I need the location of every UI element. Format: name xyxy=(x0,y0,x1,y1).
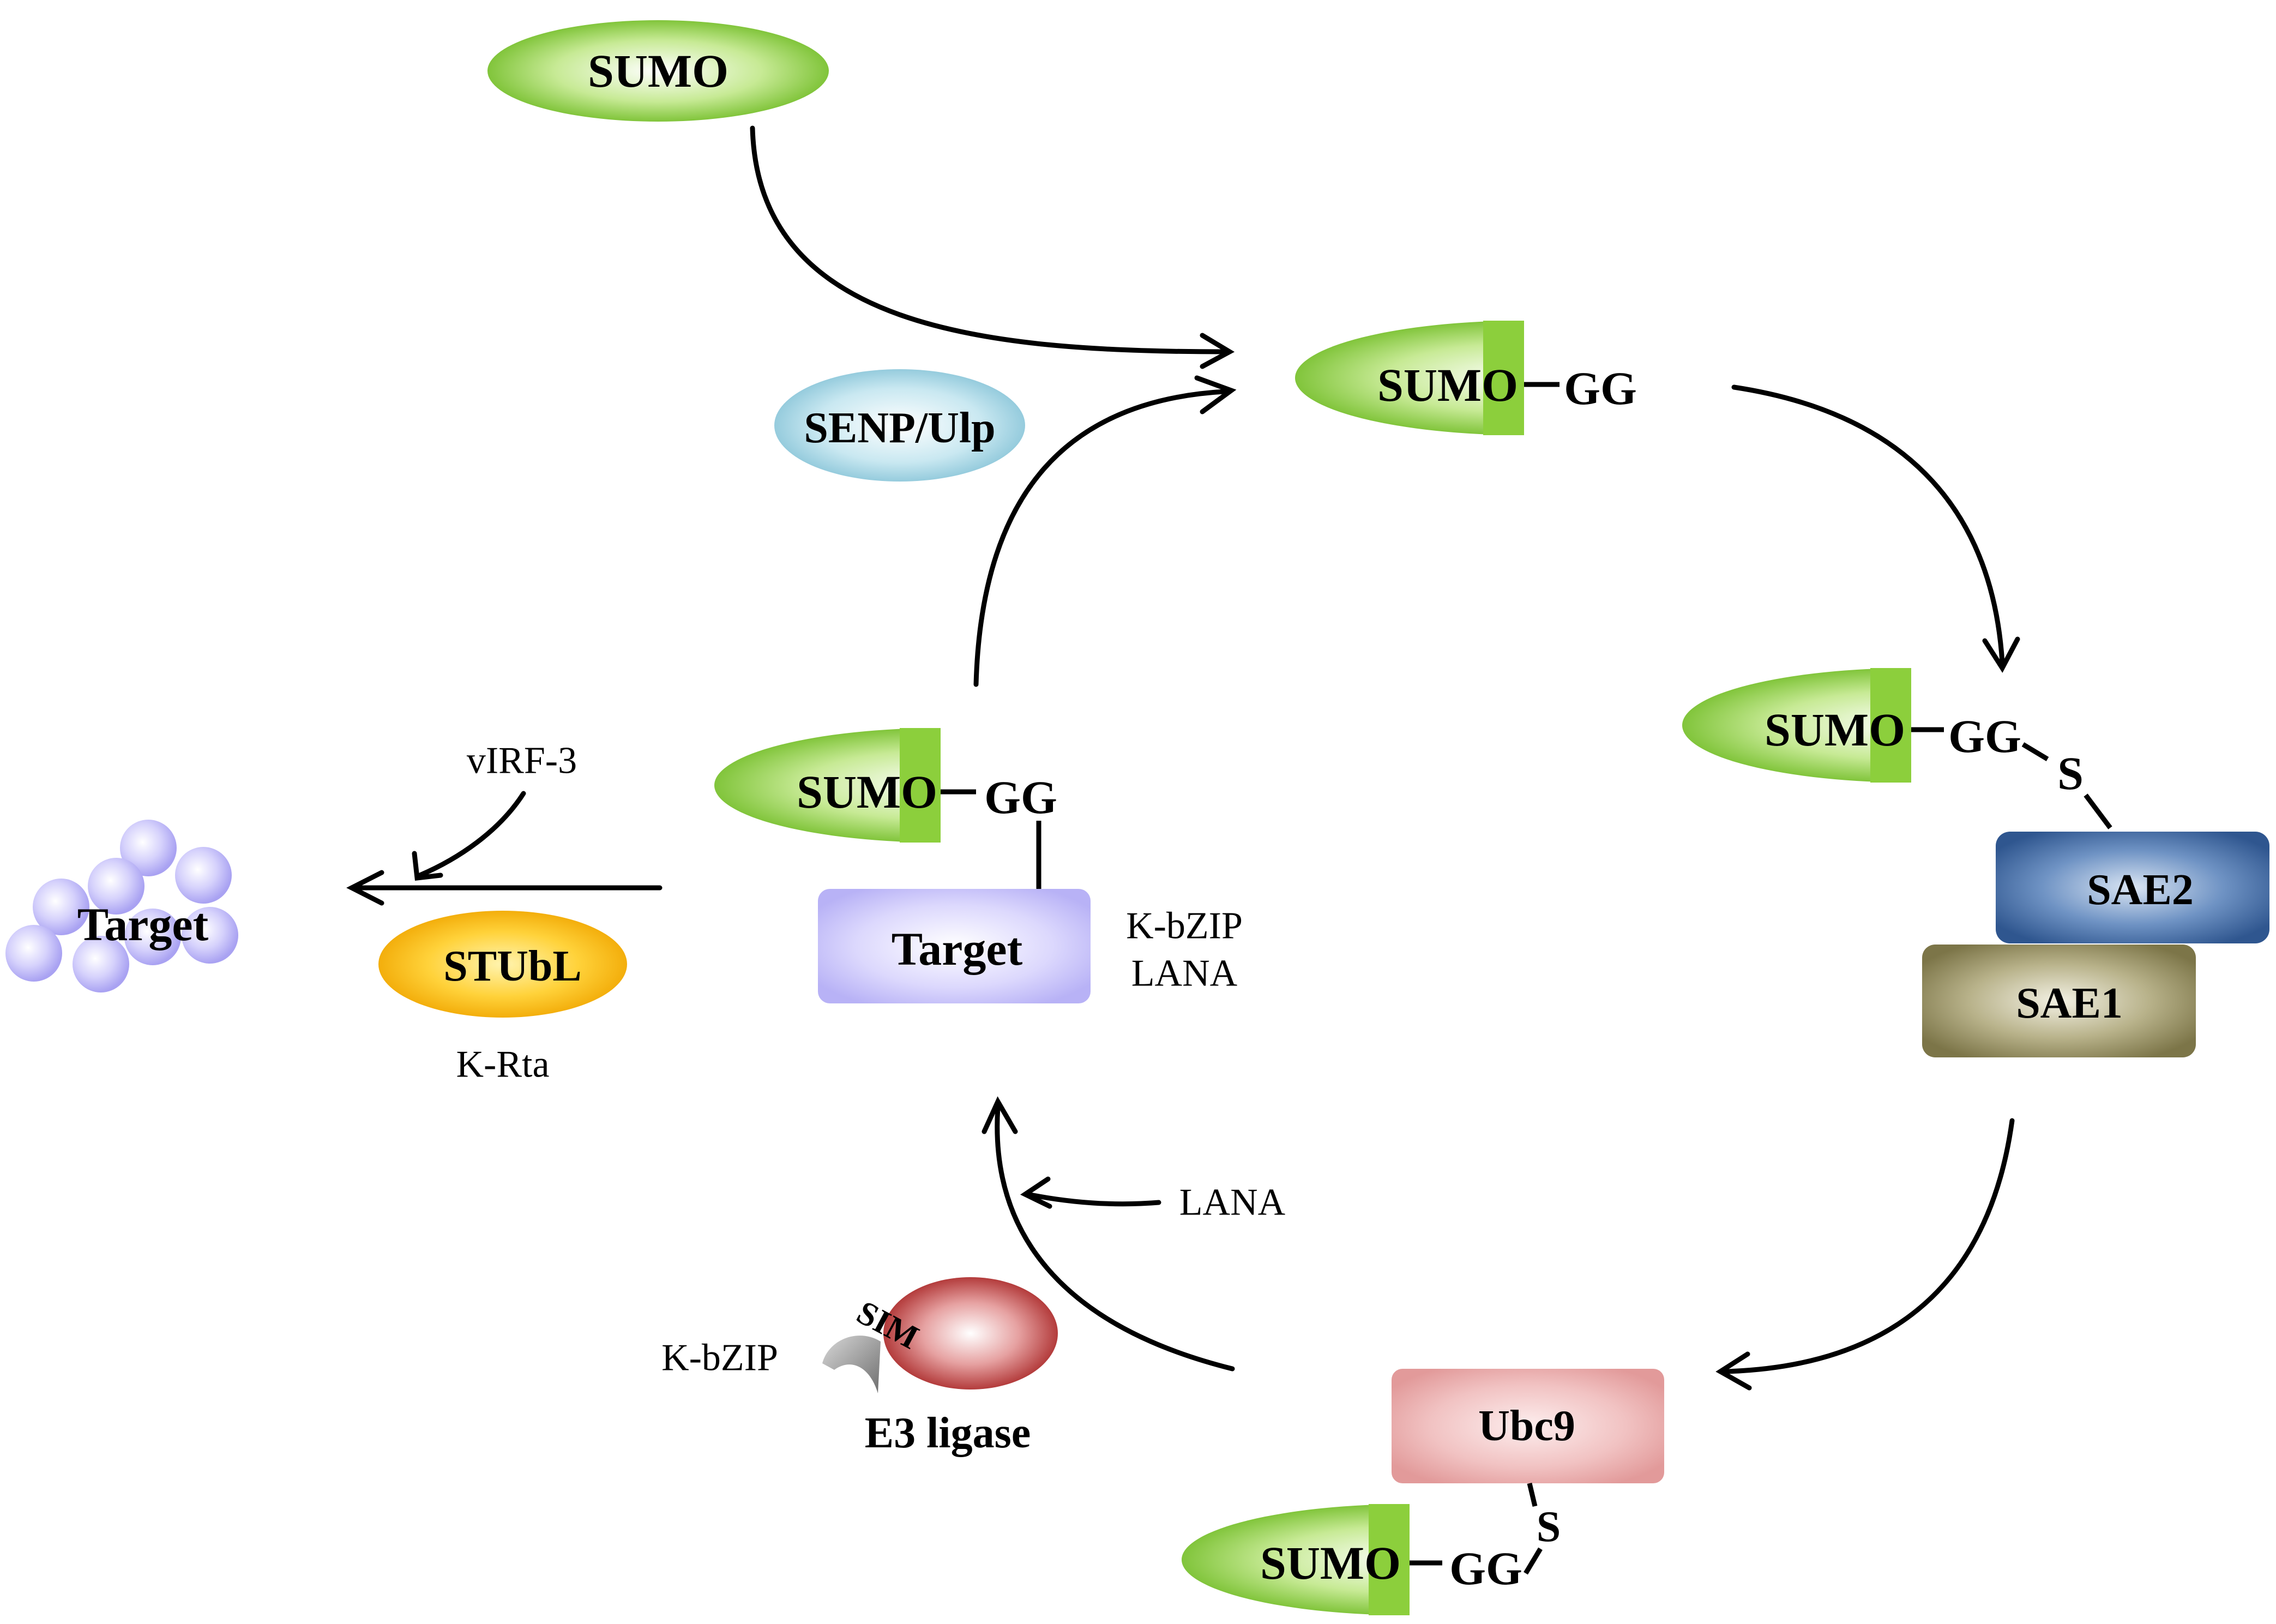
lana-target-label: LANA xyxy=(1131,953,1238,995)
free-sumo-shape xyxy=(487,20,829,122)
ubc9-label: Ubc9 xyxy=(1478,1402,1575,1450)
target-gg-label: GG xyxy=(984,771,1057,823)
e2-thioester-bond-1 xyxy=(1527,1482,1538,1507)
senp-ulp-shape xyxy=(774,369,1025,482)
arrowhead-degradation xyxy=(346,870,384,906)
sim-binding-pocket-icon xyxy=(822,1336,881,1393)
stubl-shape xyxy=(378,911,627,1018)
krta-label: K-Rta xyxy=(456,1044,549,1086)
degradation-ball xyxy=(124,909,181,965)
e1-thioester-bond-1 xyxy=(2021,742,2049,761)
e2-sumo-shape xyxy=(1182,1504,1410,1615)
sumoylated-target: SUMO GG Target xyxy=(714,728,1091,1003)
degradation-ball xyxy=(88,858,144,915)
degradation-ball xyxy=(182,907,238,964)
target-sumo-cap xyxy=(900,728,941,843)
kbzip-e3-label: K-bZIP xyxy=(661,1337,778,1379)
target-box xyxy=(818,889,1091,1003)
e3-ligase-shape xyxy=(883,1277,1058,1390)
arrow-virf3-input xyxy=(417,791,526,878)
target-sumo-shape xyxy=(714,728,941,843)
arrowhead-maturation-1 xyxy=(1200,333,1235,369)
e1-sumo-shape xyxy=(1682,668,1911,783)
stubl: STUbL xyxy=(378,911,627,1018)
ubc9-s-label: S xyxy=(1537,1503,1561,1551)
degraded-target-cluster: Target xyxy=(5,820,238,993)
degradation-ball xyxy=(120,820,177,876)
e3-ligase-label: E3 ligase xyxy=(865,1409,1031,1457)
target-sumo-label: SUMO xyxy=(797,766,937,818)
free-sumo-label: SUMO xyxy=(588,45,728,97)
arrow-to-e2 xyxy=(1723,1118,2015,1374)
e3-ligase: SIM E3 ligase xyxy=(822,1277,1058,1457)
free-sumo: SUMO xyxy=(487,20,829,122)
e1-sumo-cap xyxy=(1870,668,1911,783)
senp-ulp-label: SENP/Ulp xyxy=(804,404,995,452)
e1-complex: SUMO GG S SAE1 SAE2 xyxy=(1682,668,2269,1057)
e1-s-label: S xyxy=(2057,747,2084,799)
virf3-label: vIRF-3 xyxy=(467,740,577,782)
arrow-to-target xyxy=(995,1104,1235,1372)
sae2-box xyxy=(1996,832,2269,943)
arrow-deconjugation xyxy=(973,389,1227,687)
sae2-label: SAE2 xyxy=(2087,866,2194,914)
arrowhead-lana-input xyxy=(1020,1176,1052,1209)
arrow-sumo-to-maturation xyxy=(750,125,1227,354)
mature-sumo-gg: SUMO GG xyxy=(1295,321,1637,435)
degradation-ball xyxy=(5,925,62,982)
degradation-ball xyxy=(73,936,129,993)
e2-complex: Ubc9 S SUMO GG xyxy=(1182,1369,1664,1615)
e1-gg-label: GG xyxy=(1948,710,2021,762)
arrowhead-e2 xyxy=(1715,1351,1752,1391)
e2-sumo-cap xyxy=(1369,1504,1410,1615)
mature-sumo-label: SUMO xyxy=(1377,359,1518,411)
arrowhead-e1 xyxy=(1982,636,2020,673)
stubl-label: STUbL xyxy=(443,942,581,990)
e1-thioester-bond-2 xyxy=(2084,793,2112,829)
sae1-box xyxy=(1922,945,2196,1057)
arrow-to-e1 xyxy=(1731,384,2005,665)
arrowhead-deconjugation xyxy=(1194,375,1237,414)
degradation-ball xyxy=(175,847,232,904)
degradation-ball xyxy=(33,879,89,935)
target-label: Target xyxy=(892,923,1023,975)
senp-ulp: SENP/Ulp xyxy=(774,369,1025,482)
degraded-target-label: Target xyxy=(77,898,209,951)
arrowhead-target xyxy=(982,1096,1018,1134)
e2-thioester-bond-2 xyxy=(1524,1547,1543,1575)
arrow-lana-input xyxy=(1025,1192,1161,1207)
mature-sumo-shape xyxy=(1295,321,1524,435)
e2-sumo-label: SUMO xyxy=(1260,1537,1401,1589)
ubc9-box xyxy=(1392,1369,1664,1483)
mature-gg-label: GG xyxy=(1564,362,1637,414)
e1-sumo-label: SUMO xyxy=(1765,703,1905,756)
mature-sumo-cap xyxy=(1483,321,1524,435)
arrowhead-virf3-input xyxy=(412,851,443,881)
kbzip-target-label: K-bZIP xyxy=(1126,905,1243,947)
sae1-label: SAE1 xyxy=(2016,979,2123,1027)
e2-gg-label: GG xyxy=(1449,1542,1522,1595)
lana-e3-label: LANA xyxy=(1179,1182,1286,1224)
cycle-arrows xyxy=(346,125,2020,1391)
